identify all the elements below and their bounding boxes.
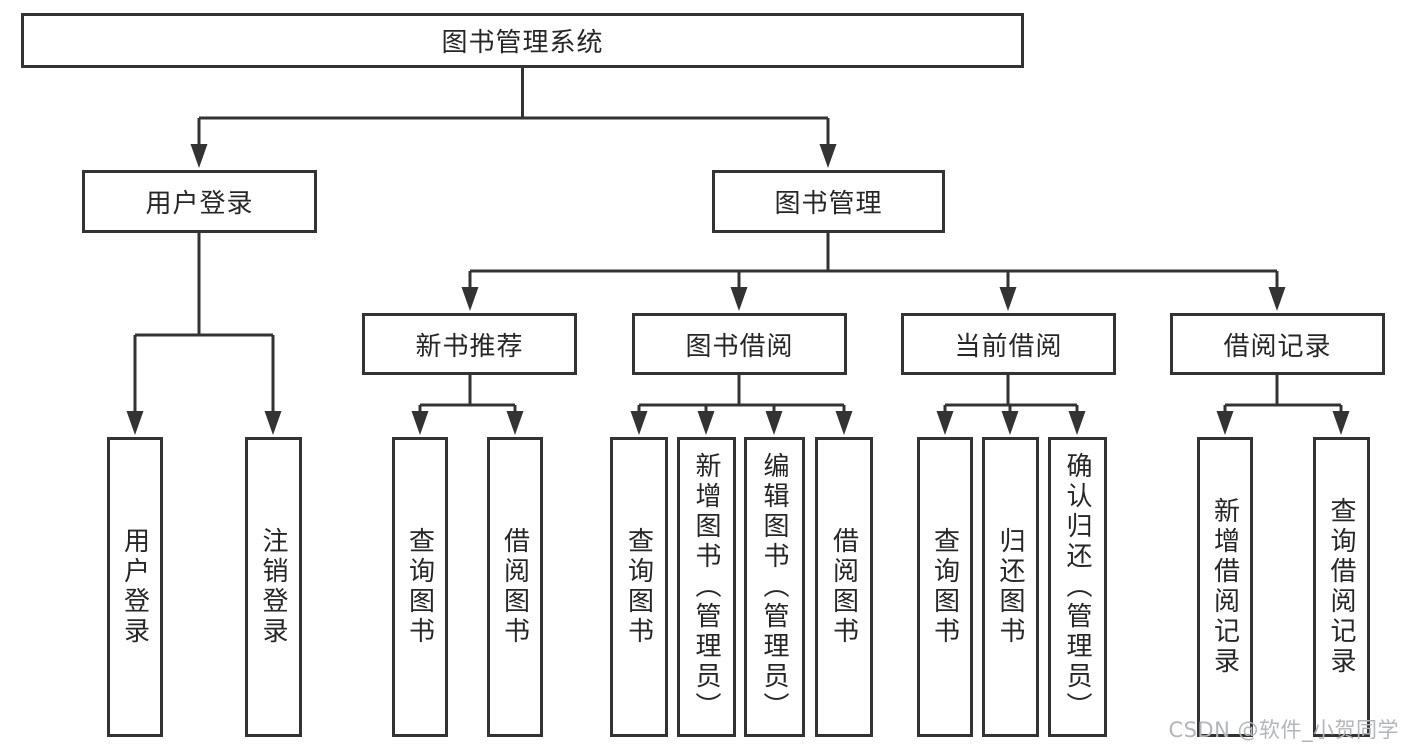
node-current-borrow: 当前借阅 (901, 313, 1116, 375)
node-user-login-label: 用户登录 (145, 189, 254, 219)
leaf-logout: 注销登录 (245, 437, 302, 737)
node-root: 图书管理系统 (21, 13, 1024, 68)
node-book-borrow-label: 图书借阅 (685, 331, 794, 362)
leaf-add-book-admin: 新增图书（管理员） (677, 437, 736, 737)
leaf-label: 编辑图书（管理员） (759, 452, 789, 722)
leaf-label: 确认归还（管理员） (1062, 452, 1092, 722)
leaf-label: 新增借阅记录 (1209, 497, 1240, 677)
leaf-label: 查询图书 (623, 527, 654, 647)
leaf-query-borrow-record: 查询借阅记录 (1313, 437, 1370, 737)
leaf-confirm-return-admin: 确认归还（管理员） (1048, 437, 1107, 737)
node-user-login: 用户登录 (82, 170, 317, 233)
node-book-management-label: 图书管理 (774, 189, 883, 219)
leaf-label: 借阅图书 (828, 527, 859, 647)
leaf-query-books-2: 查询图书 (610, 437, 668, 737)
leaf-label: 注销登录 (258, 527, 288, 647)
leaf-label: 借阅图书 (499, 527, 530, 647)
leaf-label: 查询图书 (404, 527, 435, 647)
leaf-label: 查询图书 (929, 527, 960, 647)
node-root-label: 图书管理系统 (441, 28, 604, 58)
node-new-book-recommend: 新书推荐 (362, 313, 577, 375)
leaf-edit-book-admin: 编辑图书（管理员） (744, 437, 805, 737)
leaf-borrow-books-2: 借阅图书 (815, 437, 873, 737)
leaf-add-borrow-record: 新增借阅记录 (1197, 437, 1253, 737)
node-current-borrow-label: 当前借阅 (954, 331, 1063, 362)
leaf-label: 用户登录 (119, 527, 150, 647)
leaf-label: 查询借阅记录 (1326, 497, 1356, 677)
csdn-watermark: CSDN @软件_小贺同学 (1168, 718, 1399, 742)
node-borrow-record: 借阅记录 (1170, 313, 1385, 375)
leaf-query-books-3: 查询图书 (917, 437, 973, 737)
leaf-label: 新增图书（管理员） (691, 452, 721, 722)
leaf-query-books-1: 查询图书 (392, 437, 448, 737)
leaf-borrow-books-1: 借阅图书 (487, 437, 543, 737)
node-book-management: 图书管理 (712, 170, 945, 233)
leaf-user-login: 用户登录 (107, 437, 163, 737)
node-new-book-recommend-label: 新书推荐 (415, 331, 524, 362)
leaf-return-book: 归还图书 (982, 437, 1039, 737)
leaf-label: 归还图书 (995, 527, 1025, 647)
node-book-borrow: 图书借阅 (632, 313, 847, 375)
arrowheads (126, 144, 1350, 435)
node-borrow-record-label: 借阅记录 (1223, 331, 1332, 362)
